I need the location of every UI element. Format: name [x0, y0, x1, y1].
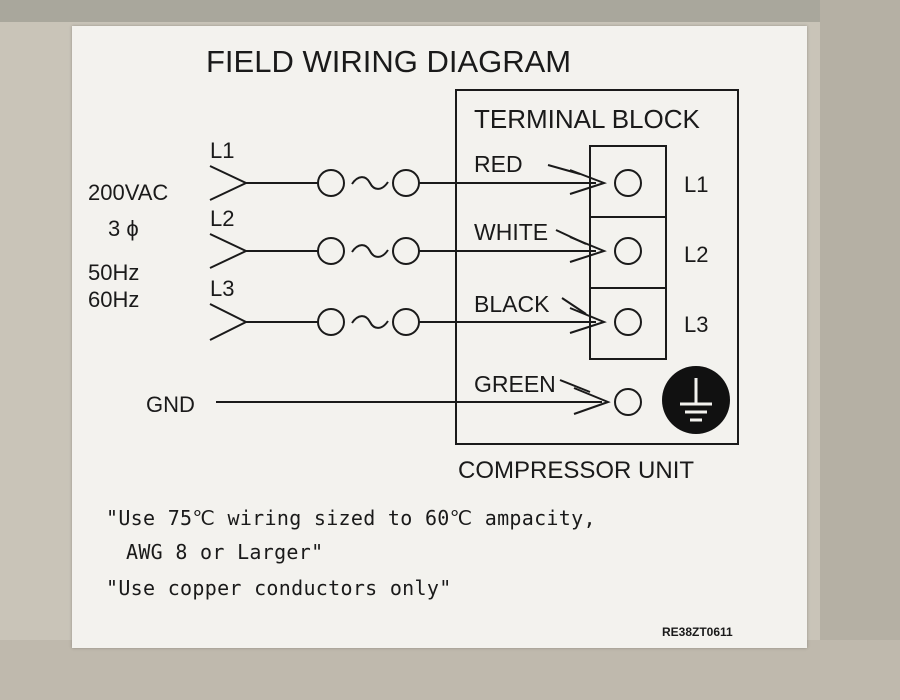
supply-frequency-60: 60Hz — [88, 287, 139, 312]
note-wiring-line2: AWG 8 or Larger" — [126, 540, 324, 564]
input-label-l3: L3 — [210, 276, 234, 301]
input-label-l2: L2 — [210, 206, 234, 231]
background-bottom — [0, 640, 900, 700]
background-top — [0, 0, 900, 22]
terminal-label-l1: L1 — [684, 172, 708, 197]
compressor-unit-box — [455, 89, 739, 445]
wiring-label-sticker — [72, 26, 807, 648]
line-l3-wiring — [209, 297, 642, 341]
diagram-title: FIELD WIRING DIAGRAM — [206, 44, 571, 79]
line-l1-wiring — [209, 164, 642, 201]
terminal-block-label: TERMINAL BLOCK — [474, 104, 701, 134]
wire-color-white: WHITE — [474, 219, 548, 245]
earth-ground-icon — [662, 366, 730, 434]
background-right — [820, 0, 900, 700]
part-number: RE38ZT0611 — [662, 625, 733, 639]
note-wiring-line1: "Use 75℃ wiring sized to 60℃ ampacity, — [106, 506, 596, 530]
line-l2-wiring — [209, 229, 642, 269]
supply-voltage: 200VAC — [88, 180, 168, 205]
supply-frequency-50: 50Hz — [88, 260, 139, 285]
compressor-unit-label: COMPRESSOR UNIT — [458, 457, 694, 484]
ground-input-label: GND — [146, 392, 195, 417]
supply-phase: 3 ϕ — [108, 216, 139, 241]
input-label-l1: L1 — [210, 138, 234, 163]
terminal-label-l2: L2 — [684, 242, 708, 267]
ground-wiring — [216, 379, 642, 416]
wire-color-red: RED — [474, 151, 523, 177]
terminal-block — [589, 145, 667, 360]
terminal-label-l3: L3 — [684, 312, 708, 337]
note-copper-only: "Use copper conductors only" — [106, 576, 452, 600]
wire-color-green: GREEN — [474, 371, 556, 397]
wire-color-black: BLACK — [474, 291, 550, 317]
